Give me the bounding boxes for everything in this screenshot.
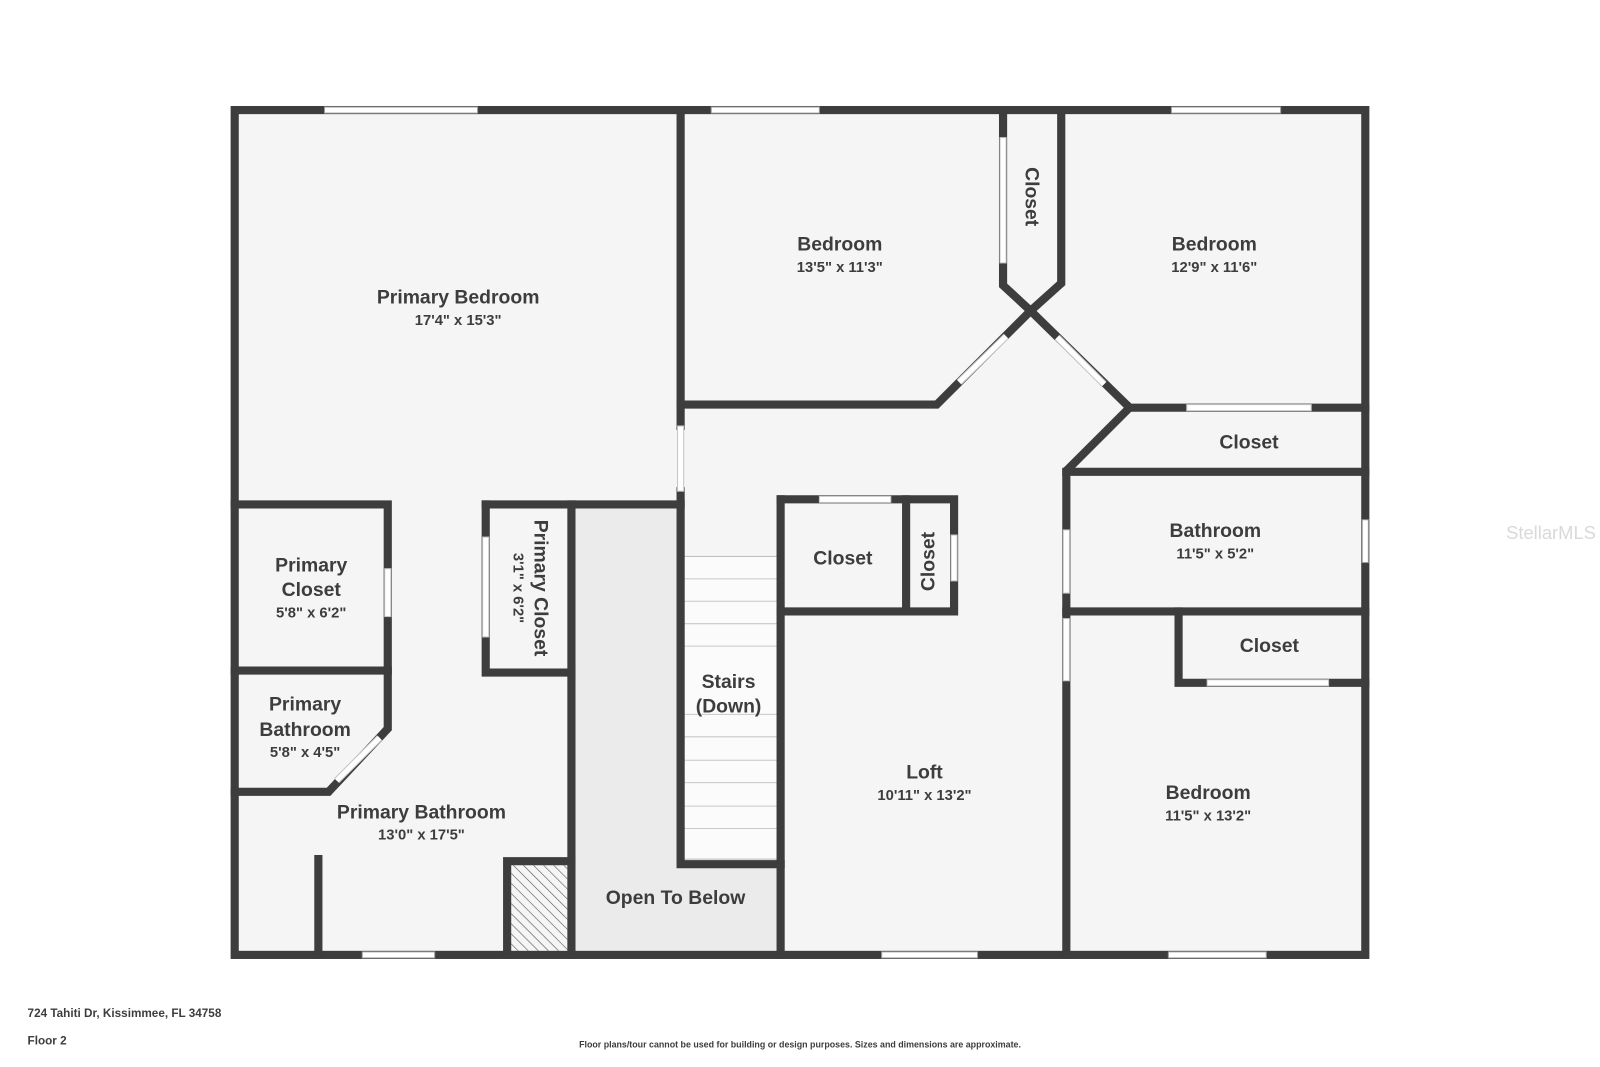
primary-closet-left-dims: 5'8" x 6'2" bbox=[276, 606, 346, 622]
footer: 724 Tahiti Dr, Kissimmee, FL 34758 Floor… bbox=[28, 1007, 1021, 1050]
loft-dims: 10'11" x 13'2" bbox=[877, 788, 971, 804]
hatched-shaft bbox=[511, 865, 568, 951]
bedroom-top-middle-name: Bedroom bbox=[797, 234, 882, 256]
primary-bathroom-small-line1: Primary bbox=[269, 693, 341, 715]
floor-area bbox=[234, 110, 1366, 955]
door-opening bbox=[999, 137, 1007, 264]
door-opening bbox=[384, 568, 392, 618]
primary-bathroom-small-dims: 5'8" x 4'5" bbox=[270, 745, 340, 761]
stairs-label-line1: Stairs bbox=[702, 671, 756, 693]
window bbox=[1167, 951, 1267, 959]
primary-closet-left-line1: Primary bbox=[275, 555, 347, 577]
doors bbox=[334, 137, 1330, 784]
bathroom-dims: 11'5" x 5'2" bbox=[1176, 546, 1254, 562]
loft-name: Loft bbox=[906, 762, 943, 784]
closet-loft-small-name: Closet bbox=[918, 531, 940, 591]
disclaimer: Floor plans/tour cannot be used for buil… bbox=[579, 1040, 1021, 1050]
primary-bathroom-name: Primary Bathroom bbox=[337, 801, 506, 823]
door-opening bbox=[1186, 404, 1312, 412]
bedroom-top-right-dims: 12'9" x 11'6" bbox=[1171, 260, 1257, 276]
primary-bedroom-dims: 17'4" x 15'3" bbox=[415, 313, 502, 329]
watermark: StellarMLS bbox=[1506, 522, 1596, 543]
closet-top-name: Closet bbox=[1021, 167, 1043, 227]
property-address: 724 Tahiti Dr, Kissimmee, FL 34758 bbox=[28, 1007, 222, 1020]
primary-closet-left-line2: Closet bbox=[282, 579, 342, 601]
window bbox=[1170, 106, 1282, 114]
bedroom-bottom-right-name: Bedroom bbox=[1166, 782, 1251, 804]
room-labels: Primary Bedroom 17'4" x 15'3" Bedroom 13… bbox=[259, 167, 1299, 909]
stairs-label-line2: (Down) bbox=[696, 695, 762, 717]
bathroom-name: Bathroom bbox=[1170, 520, 1261, 542]
windows bbox=[323, 106, 1369, 959]
primary-closet-right-dims: 3'1" x 6'2" bbox=[509, 553, 525, 623]
window bbox=[361, 951, 436, 959]
bedroom-top-middle-dims: 13'5" x 11'3" bbox=[797, 260, 883, 276]
door-opening bbox=[1062, 529, 1070, 594]
window bbox=[710, 106, 820, 114]
door-opening bbox=[677, 425, 685, 492]
door-opening-diagonal bbox=[334, 735, 383, 784]
door-opening bbox=[1062, 618, 1070, 682]
window bbox=[881, 951, 979, 959]
floor-label: Floor 2 bbox=[28, 1035, 68, 1048]
window bbox=[1361, 519, 1369, 564]
door-opening bbox=[482, 536, 490, 638]
door-opening bbox=[818, 495, 892, 503]
closet-right-upper-name: Closet bbox=[1219, 431, 1279, 453]
closet-loft-name: Closet bbox=[813, 548, 873, 570]
door-opening bbox=[1206, 679, 1330, 687]
primary-bathroom-dims: 13'0" x 17'5" bbox=[378, 828, 465, 844]
window bbox=[323, 106, 479, 114]
bedroom-bottom-right-dims: 11'5" x 13'2" bbox=[1165, 808, 1251, 824]
primary-closet-right-name: Primary Closet bbox=[530, 520, 552, 657]
primary-bedroom-name: Primary Bedroom bbox=[377, 287, 540, 309]
closet-right-lower-name: Closet bbox=[1240, 635, 1300, 657]
door-opening-diagonal bbox=[1054, 334, 1107, 387]
bedroom-top-right-name: Bedroom bbox=[1172, 234, 1257, 256]
primary-bathroom-small-line2: Bathroom bbox=[259, 719, 350, 741]
door-opening-diagonal bbox=[956, 333, 1009, 385]
door-opening bbox=[950, 534, 958, 582]
open-to-below-name: Open To Below bbox=[606, 887, 746, 909]
staircase bbox=[683, 555, 779, 860]
